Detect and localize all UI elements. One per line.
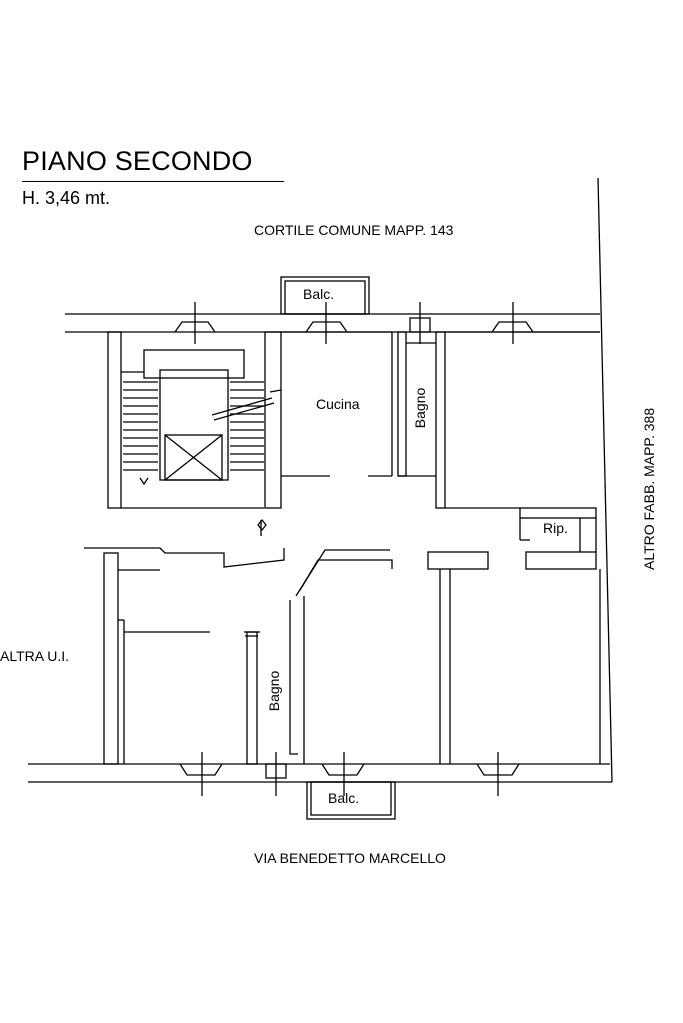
plan-title: PIANO SECONDO	[22, 146, 253, 176]
corridor	[84, 518, 285, 568]
north-label: CORTILE COMUNE MAPP. 143	[254, 222, 454, 238]
kitchen-walls	[264, 331, 393, 509]
balcony-bottom-label: Balc.	[328, 790, 360, 806]
title-underline	[22, 181, 284, 182]
storage-walls	[427, 518, 597, 570]
east-label: ALTRO FABB. MAPP. 388	[641, 407, 657, 570]
bath-top-label: Bagno	[412, 387, 428, 429]
east-boundary	[597, 177, 613, 783]
storage-label: Rip.	[543, 520, 568, 536]
wall-bottom	[28, 763, 612, 783]
bottom-rooms	[289, 549, 601, 764]
kitchen-label: Cucina	[316, 396, 360, 412]
ceiling-height: H. 3,46 mt.	[22, 188, 111, 208]
balcony-top-label: Balc.	[303, 286, 335, 302]
west-label: ALTRA U.I.	[0, 648, 69, 664]
right-room-top	[445, 331, 600, 552]
bottom-left-rooms	[103, 552, 260, 765]
windows-bottom	[179, 752, 520, 796]
south-label: VIA BENEDETTO MARCELLO	[254, 850, 446, 866]
windows-top	[174, 302, 534, 344]
bath-bottom-label: Bagno	[266, 670, 282, 712]
stair-core	[107, 331, 275, 509]
wall-top	[65, 313, 600, 333]
bathroom-top-walls	[397, 331, 446, 509]
